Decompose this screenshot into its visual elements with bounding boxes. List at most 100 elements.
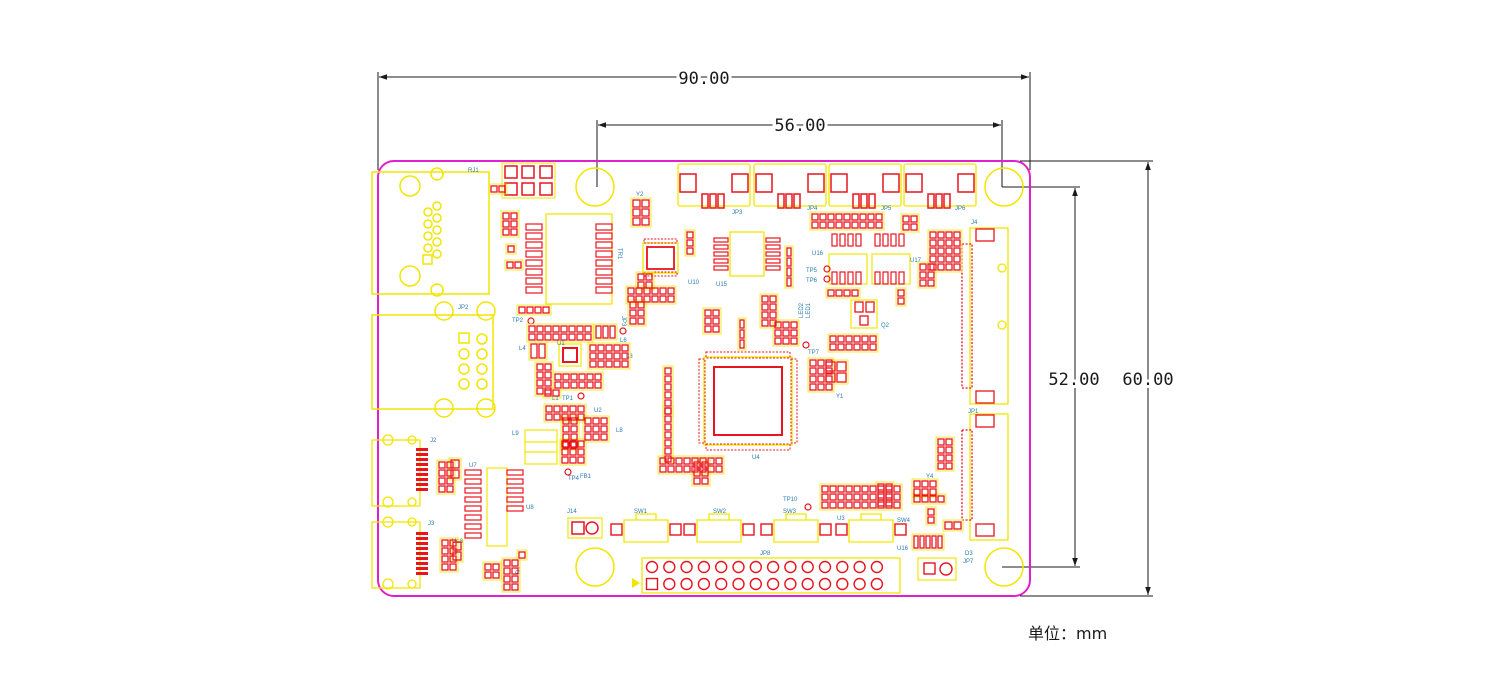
smd-pad: [927, 271, 935, 279]
smd-pad: [586, 381, 594, 389]
smd-pad: [715, 457, 723, 465]
smd-outline: [911, 493, 947, 505]
smd-pad: [913, 488, 921, 496]
refdes-jp3-small: JP3: [620, 316, 626, 327]
header-pin: [836, 577, 849, 591]
smd-pad: [929, 255, 937, 263]
smd-pad: [576, 333, 584, 341]
smd-pad: [637, 281, 645, 289]
smd-pad: [861, 343, 869, 351]
smd-pad: [584, 433, 592, 441]
transistor-q2: [850, 299, 878, 329]
ic-u1: [558, 343, 582, 367]
smd-pad: [584, 325, 592, 333]
smd-pad: [925, 535, 931, 549]
smd-pad: [817, 375, 825, 383]
smd-pad: [769, 303, 777, 311]
tactile-switch-pads: [610, 523, 907, 536]
smd-pad: [635, 295, 643, 303]
smd-pad: [825, 375, 833, 383]
smd-pad: [584, 333, 592, 341]
smd-pad: [845, 335, 853, 343]
smd-pad: [715, 465, 723, 473]
smd-pad: [597, 360, 605, 368]
smd-pad: [821, 501, 829, 509]
smd-pad: [821, 485, 829, 493]
smd-pad: [843, 289, 851, 297]
refdes-led2: LED2: [799, 302, 805, 318]
smd-pad: [664, 383, 672, 391]
smd-pad: [506, 261, 514, 269]
smd-pad: [691, 457, 699, 465]
smd-pad: [659, 295, 667, 303]
smd-pad: [853, 501, 861, 509]
smd-pad: [835, 213, 843, 221]
smd-pad: [829, 493, 837, 501]
smd-pad: [544, 379, 552, 387]
smd-pad: [562, 417, 570, 425]
header-pin: [749, 577, 762, 591]
smd-pad: [597, 352, 605, 360]
smd-pad: [877, 493, 885, 501]
smd-pad: [919, 271, 927, 279]
smd-pad: [937, 495, 945, 503]
smd-pad: [937, 239, 945, 247]
smd-pad: [502, 220, 510, 228]
inductor-l9: [524, 429, 558, 465]
header-pin: [645, 577, 659, 591]
refdes-l4: L4: [519, 346, 526, 352]
smd-pad: [498, 185, 506, 193]
smd-pad: [885, 493, 893, 501]
transformer-tr1: [525, 213, 613, 305]
ic-u8: [464, 467, 524, 547]
smd-pad: [664, 439, 672, 447]
smd-pad: [931, 535, 937, 549]
smd-pad: [592, 425, 600, 433]
smd-pad: [953, 239, 961, 247]
dimension-height-label: 60.00: [1122, 370, 1173, 390]
smd-pad: [945, 255, 953, 263]
smd-pad: [667, 287, 675, 295]
mounting-hole-top-left: [575, 167, 615, 207]
smd-pad: [659, 457, 667, 465]
refdes-l6: L6: [620, 338, 627, 344]
smd-pad: [502, 228, 510, 236]
smd-pad: [913, 535, 919, 549]
refdes-tp1: TP1: [562, 396, 574, 402]
refdes-u15: U15: [716, 282, 728, 288]
refdes-tp5: TP5: [806, 268, 818, 274]
smd-pad: [570, 433, 578, 441]
smd-pad: [452, 541, 462, 551]
smd-pad: [664, 399, 672, 407]
header-pin: [715, 560, 728, 574]
smd-pad: [438, 477, 446, 485]
smd-pad: [675, 465, 683, 473]
smd-pad: [827, 221, 835, 229]
refdes-jp4: JP4: [807, 206, 818, 212]
smd-pad: [869, 485, 877, 493]
smd-pad: [641, 208, 650, 217]
smd-pad: [577, 405, 585, 413]
refdes-sw1: SW1: [634, 509, 648, 515]
smd-pad: [837, 493, 845, 501]
smd-outline: [827, 333, 879, 353]
header-pin: [766, 560, 780, 574]
smd-pad: [632, 217, 641, 226]
refdes-tp10: TP10: [783, 497, 798, 503]
header-pin: [732, 577, 745, 591]
smd-pad: [927, 508, 935, 516]
smd-outline: [488, 183, 508, 195]
smd-outline: [657, 455, 725, 475]
smd-pad: [774, 321, 782, 329]
smd-pad: [552, 333, 560, 341]
smd-pad: [786, 277, 792, 287]
smd-pad: [821, 493, 829, 501]
smd-pad: [913, 495, 921, 503]
smd-pad: [829, 501, 837, 509]
smd-outline: [737, 317, 747, 351]
smd-pad: [945, 446, 953, 454]
smd-pad: [664, 367, 672, 375]
smd-pad: [897, 297, 905, 305]
smd-pad: [554, 373, 562, 381]
header-pin: [818, 577, 832, 591]
